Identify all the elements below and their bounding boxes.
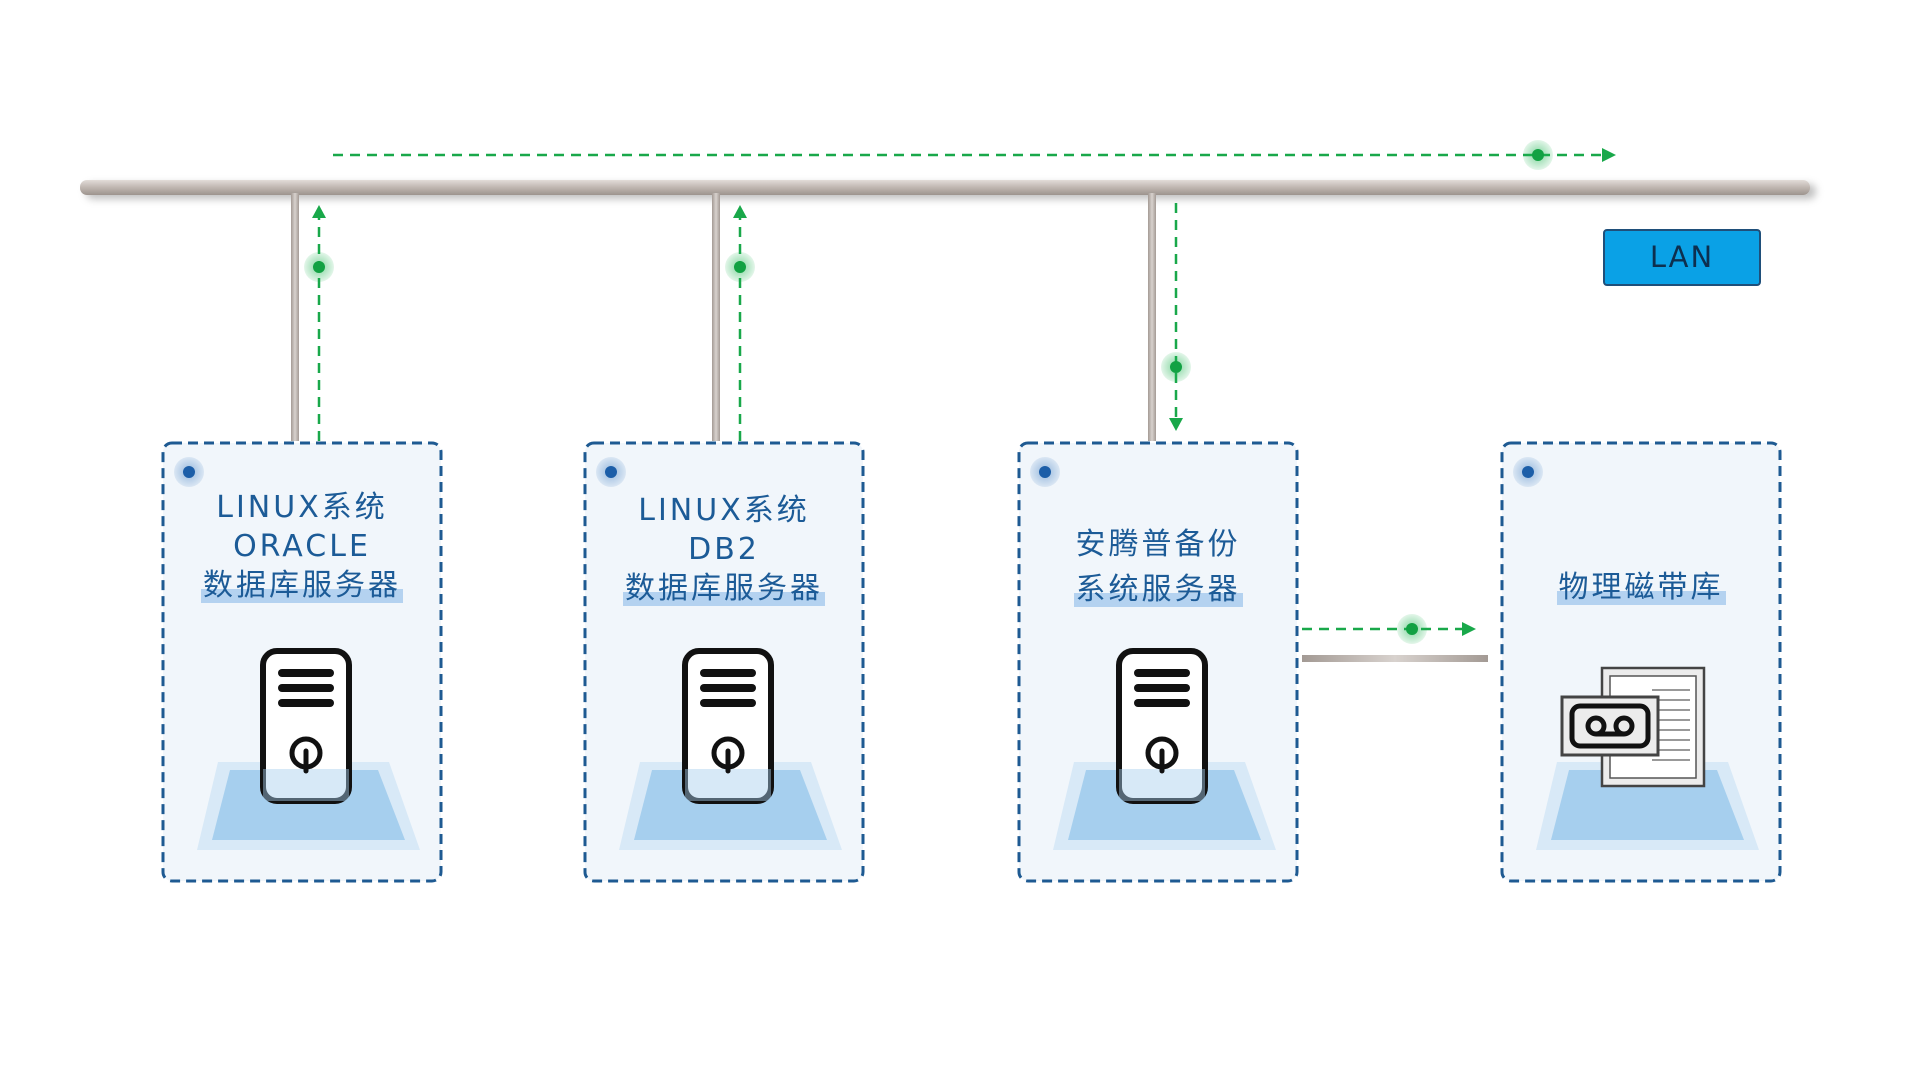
- link-backup-to-tape: [1302, 655, 1488, 662]
- node-label-line: 数据库服务器: [201, 568, 403, 603]
- drop-line-2: [712, 193, 720, 441]
- node-label-line: LINUX系统: [638, 493, 810, 528]
- node-label-line: 物理磁带库: [1556, 570, 1726, 605]
- lan-badge: LAN: [1603, 229, 1761, 286]
- node-label-line: LINUX系统: [216, 490, 388, 525]
- server-icon: [1116, 648, 1208, 804]
- flow-db2-up: [725, 205, 755, 441]
- flow-backup-to-tape: [1302, 614, 1476, 644]
- flow-backup-down: [1161, 203, 1191, 431]
- flow-oracle-up: [304, 205, 334, 441]
- node-label-line: ORACLE: [233, 529, 371, 564]
- tape-library-icon: [1560, 666, 1706, 788]
- node-label-line: 数据库服务器: [623, 571, 825, 606]
- server-icon: [260, 648, 352, 804]
- flow-top: [333, 140, 1616, 170]
- node-label-line: DB2: [688, 532, 760, 567]
- node-label-db2: LINUX系统 DB2 数据库服务器: [584, 491, 864, 608]
- drop-line-1: [291, 193, 299, 441]
- node-label-line: 安腾普备份: [1075, 527, 1241, 562]
- node-label-line: 系统服务器: [1073, 572, 1243, 607]
- node-label-backup: 安腾普备份 系统服务器: [1018, 522, 1298, 612]
- drop-line-3: [1148, 193, 1156, 441]
- server-icon: [682, 648, 774, 804]
- lan-bus: [80, 180, 1810, 195]
- node-label-oracle: LINUX系统 ORACLE 数据库服务器: [162, 488, 442, 605]
- node-label-tape: 物理磁带库: [1501, 568, 1781, 607]
